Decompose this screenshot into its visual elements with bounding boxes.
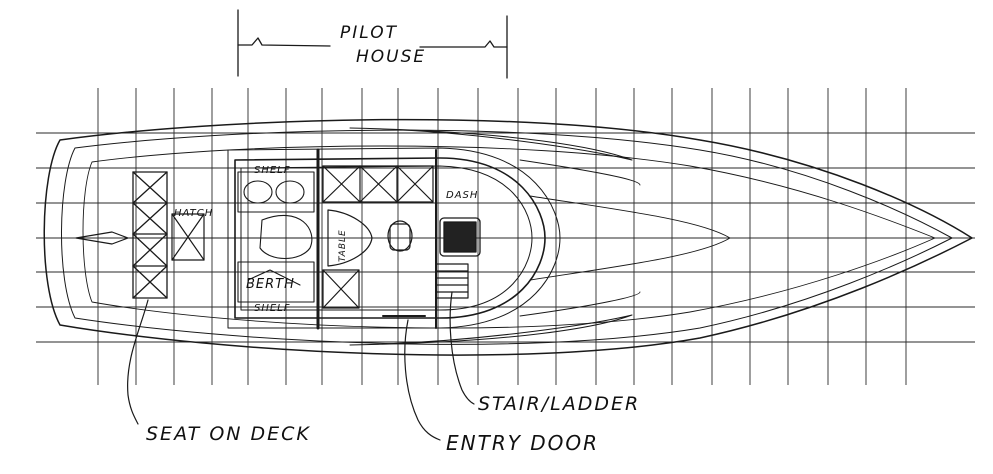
dash-label: DASH bbox=[446, 190, 478, 201]
pilot-house-dimension bbox=[237, 9, 508, 79]
stair-ladder-label: STAIR/LADDER bbox=[478, 393, 640, 415]
galley-lockers bbox=[322, 165, 434, 309]
shelf-top-label: SHELF bbox=[254, 165, 291, 176]
hatch-label: HATCH bbox=[174, 208, 213, 219]
entry-door-label: ENTRY DOOR bbox=[446, 431, 599, 455]
leader-lines bbox=[127, 291, 475, 441]
stair-ladder bbox=[435, 263, 469, 299]
table-area bbox=[327, 209, 413, 267]
seat-on-deck bbox=[132, 171, 168, 299]
seat-on-deck-label: SEAT ON DECK bbox=[146, 423, 311, 445]
drawing-grid bbox=[36, 88, 975, 385]
dash bbox=[439, 217, 481, 257]
hatch bbox=[171, 213, 205, 261]
pilot-label: PILOT bbox=[340, 23, 398, 43]
hull-outline bbox=[43, 118, 973, 356]
berth-label: BERTH bbox=[246, 277, 295, 292]
berth bbox=[237, 171, 315, 303]
table-label: TABLE bbox=[338, 229, 348, 262]
shelf-bottom-label: SHELF bbox=[254, 303, 291, 314]
house-label: HOUSE bbox=[356, 47, 426, 67]
